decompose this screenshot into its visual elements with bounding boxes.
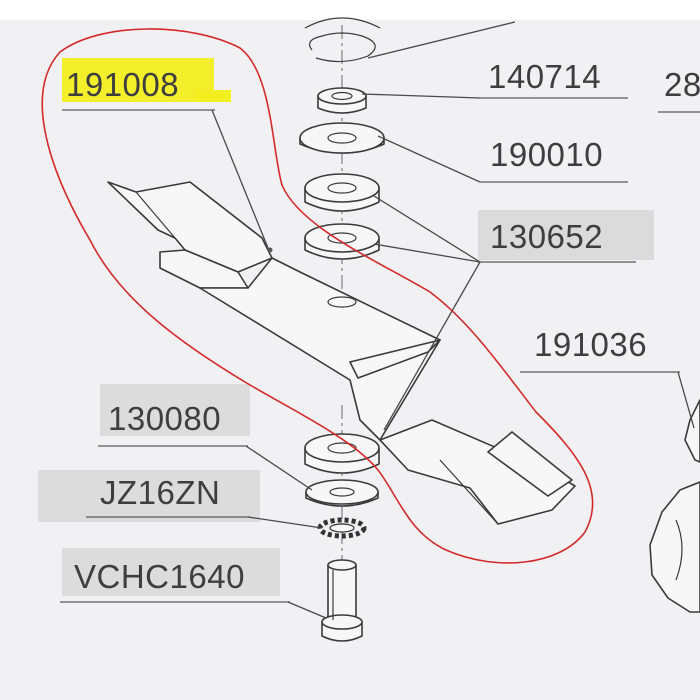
smudge-JZ16ZN	[38, 470, 260, 522]
red-outline-annotation	[41, 28, 594, 564]
bolt-VCHC1640-part	[321, 559, 363, 642]
highlight-191008	[62, 58, 214, 102]
highlight-191008-tail	[195, 90, 231, 102]
spacer-130080-part	[304, 433, 380, 474]
leader-130080	[245, 445, 313, 491]
leader-top-spring	[367, 21, 516, 59]
label-191008: 191008	[66, 66, 179, 103]
partial-part-191036	[649, 399, 700, 613]
spacer-130652-part	[304, 223, 380, 260]
leader-191008	[211, 109, 269, 249]
lock-washer-JZ16ZN-part	[317, 517, 367, 539]
bushing-140714-part	[317, 87, 367, 114]
label-28: 28	[664, 66, 700, 103]
top-margin	[0, 0, 700, 20]
spacer-upper-part	[304, 173, 380, 212]
label-190010: 190010	[490, 136, 603, 173]
circlip-part	[309, 32, 376, 63]
label-JZ16ZN: JZ16ZN	[100, 474, 220, 511]
leader-140714	[361, 93, 481, 99]
leader-130652-c	[383, 261, 481, 431]
leader-VCHC1640	[287, 601, 327, 619]
label-140714: 140714	[488, 58, 601, 95]
leader-JZ16ZN	[247, 516, 323, 529]
washer-190010-part	[299, 122, 385, 154]
spring-top-part	[304, 17, 381, 29]
smudge-130652	[478, 210, 654, 260]
smudge-130080	[100, 384, 250, 436]
label-VCHC1640: VCHC1640	[74, 558, 245, 595]
label-130080: 130080	[108, 400, 221, 437]
leader-191036	[677, 371, 695, 429]
washer-lower-part	[305, 479, 379, 507]
label-191036: 191036	[534, 326, 647, 363]
leader-190010	[377, 135, 481, 183]
leader-130652-b	[373, 243, 481, 263]
leader-130652-a	[373, 195, 481, 263]
blade-191008-part	[107, 181, 576, 525]
label-130652: 130652	[490, 218, 603, 255]
smudge-VCHC1640	[62, 548, 280, 596]
